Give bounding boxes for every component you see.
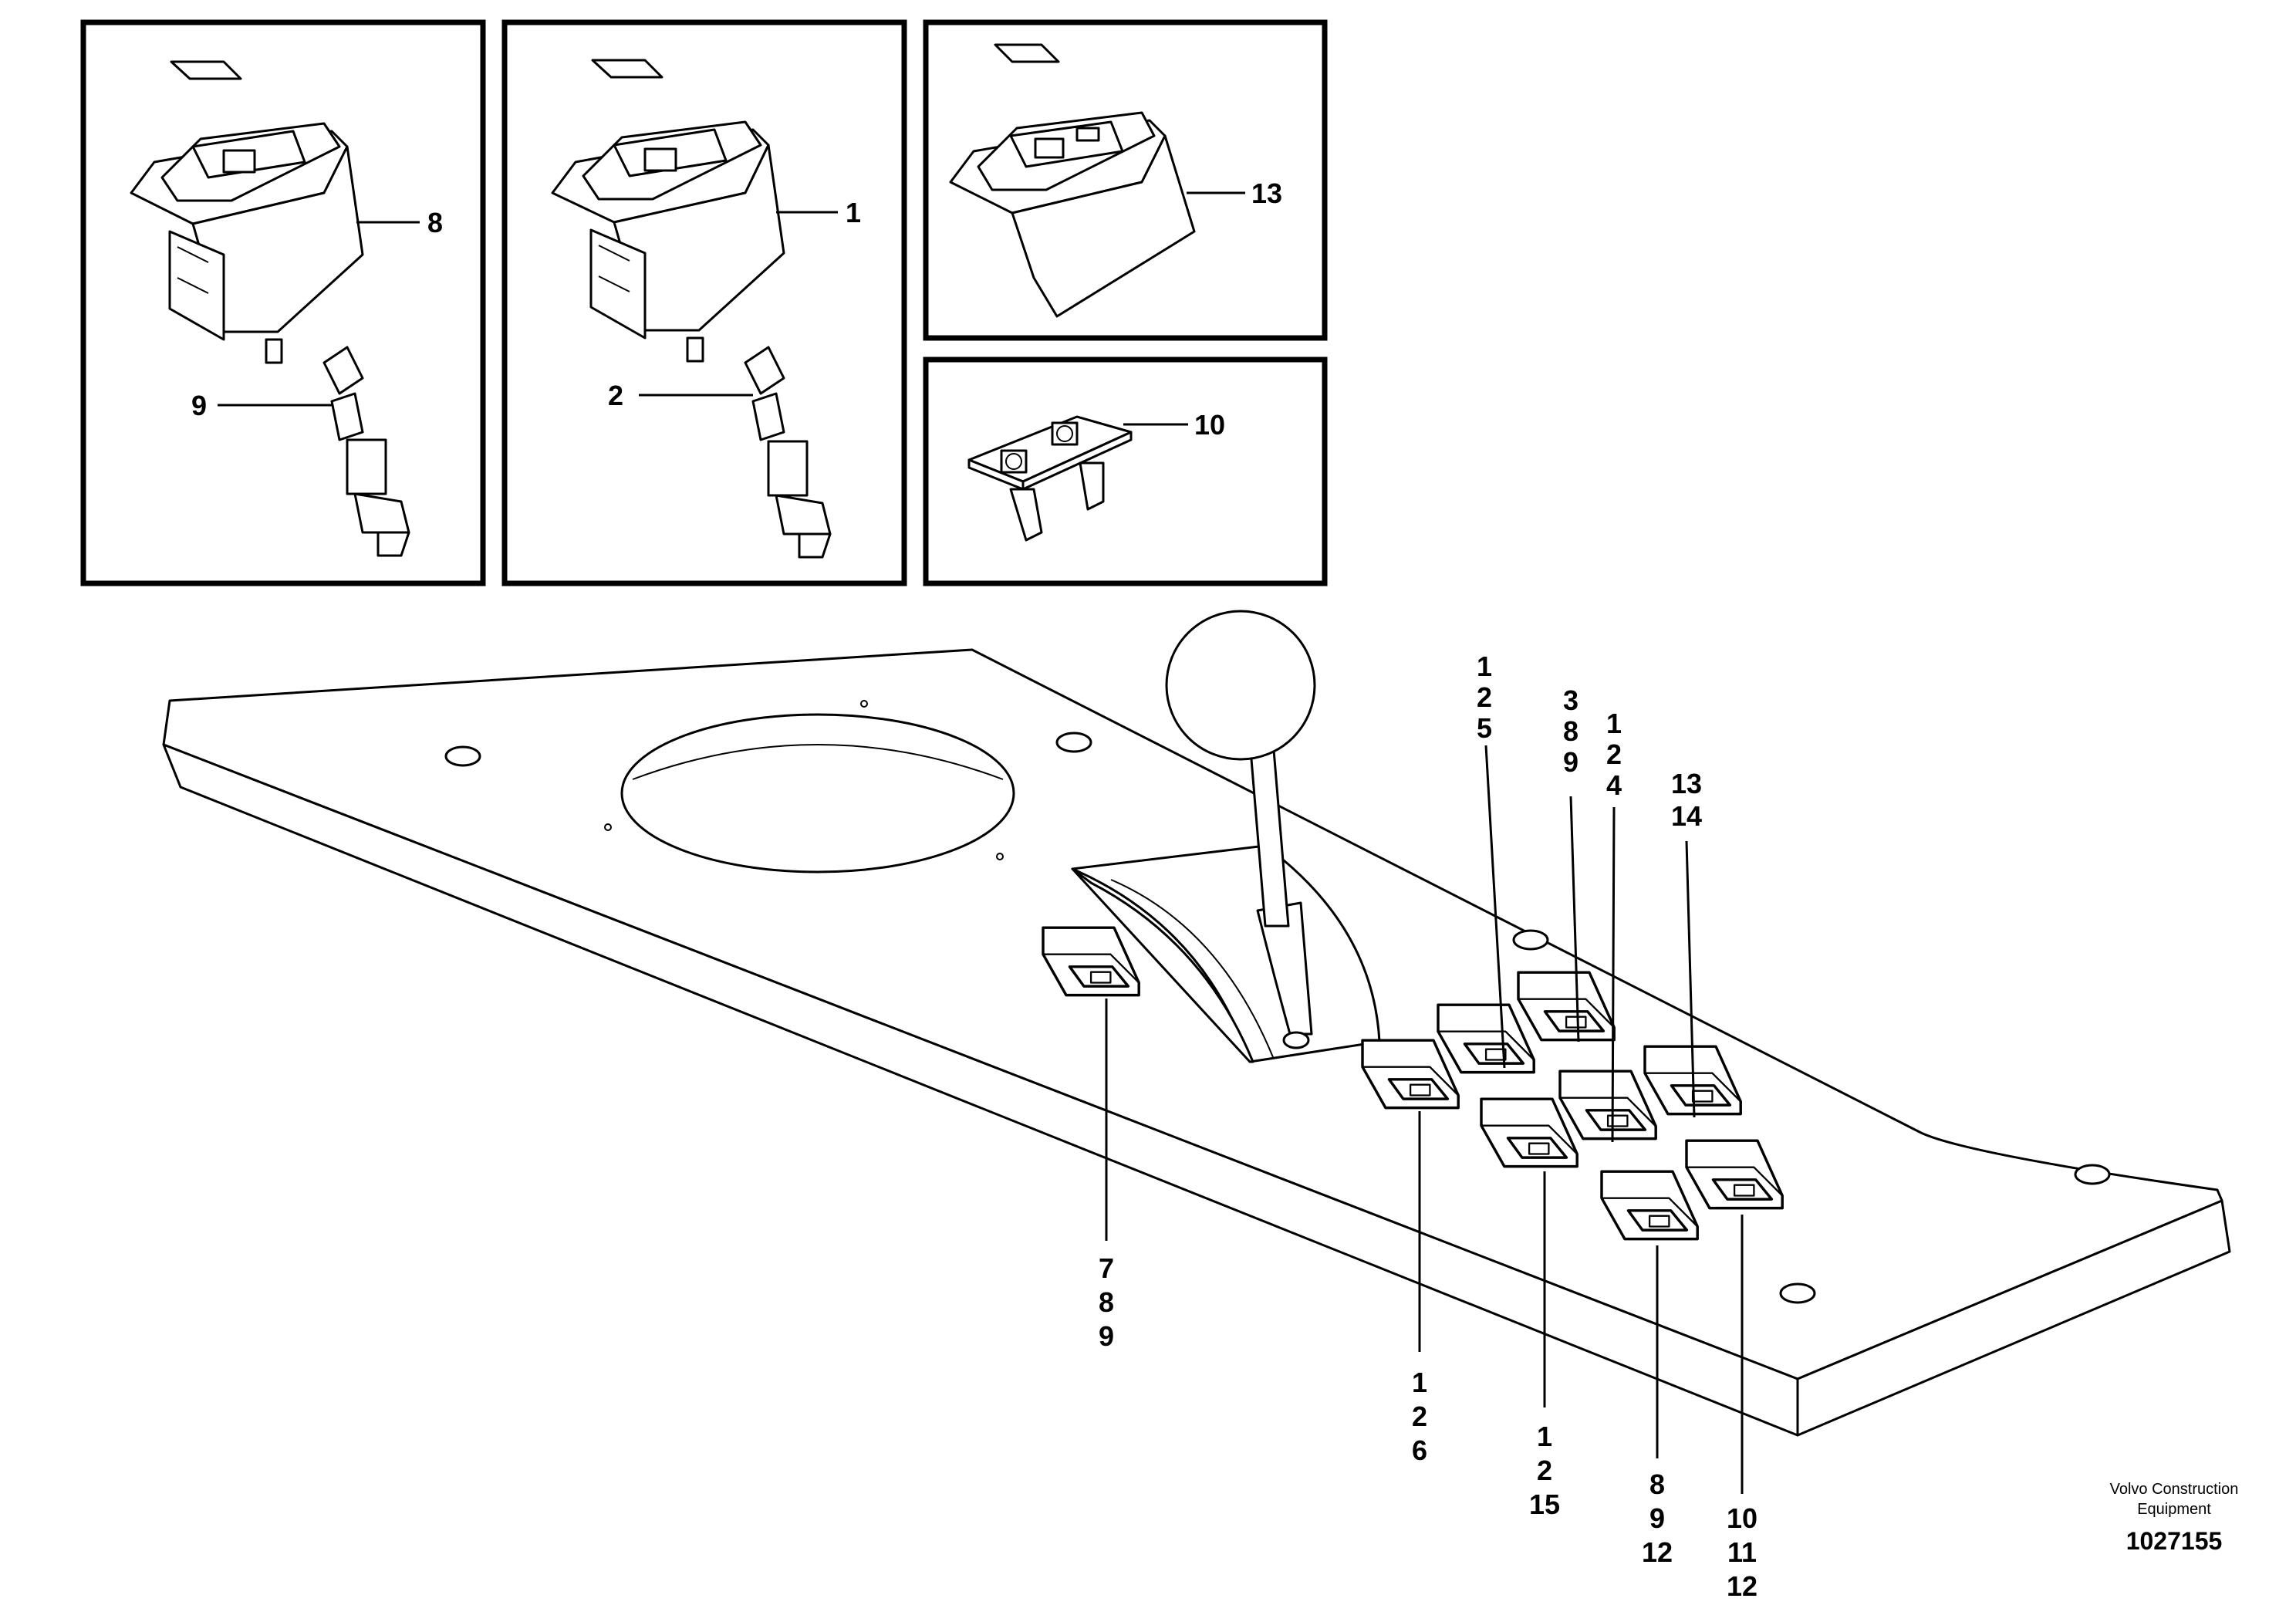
svg-text:9: 9 [1563, 746, 1578, 778]
callout-stack-7-8-9: 7 8 9 [1099, 1252, 1114, 1352]
callout-1: 1 [846, 197, 861, 228]
svg-text:5: 5 [1477, 712, 1492, 744]
inset-d-holder-drawing [967, 415, 1133, 542]
svg-text:15: 15 [1529, 1489, 1560, 1520]
svg-text:4: 4 [1606, 769, 1622, 801]
stack-leader-lines [1105, 745, 1744, 1494]
svg-text:7: 7 [1099, 1252, 1114, 1284]
svg-text:2: 2 [1537, 1455, 1552, 1486]
inset-frame-a [80, 19, 486, 586]
callout-stack-1-2-4: 1 2 4 [1606, 708, 1622, 801]
svg-text:8: 8 [1099, 1286, 1114, 1318]
svg-text:3: 3 [1563, 684, 1578, 716]
callout-9: 9 [191, 390, 207, 421]
svg-text:9: 9 [1649, 1502, 1665, 1534]
inset-frame-c [923, 19, 1328, 341]
callout-stack-3-8-9: 3 8 9 [1563, 684, 1578, 778]
inset-frame-b [501, 19, 907, 586]
svg-text:2: 2 [1412, 1401, 1427, 1432]
callout-stack-1-2-6: 1 2 6 [1412, 1367, 1427, 1466]
callout-stack-13-14: 13 14 [1671, 768, 1702, 832]
callout-stack-10-11-12: 10 11 12 [1727, 1502, 1757, 1602]
svg-text:10: 10 [1727, 1502, 1757, 1534]
callout-13: 13 [1251, 177, 1282, 209]
svg-text:13: 13 [1671, 768, 1702, 799]
callout-8: 8 [427, 207, 443, 238]
callout-2: 2 [608, 380, 623, 411]
inset-b-switch-drawing [551, 59, 832, 559]
svg-text:6: 6 [1412, 1434, 1427, 1466]
inset-a-switch-drawing [130, 60, 410, 557]
svg-text:8: 8 [1563, 715, 1578, 747]
svg-text:11: 11 [1727, 1536, 1757, 1568]
document-number: 1027155 [2126, 1527, 2223, 1555]
maker-line-2: Equipment [2137, 1501, 2211, 1518]
maker-line-1: Volvo Construction [2110, 1481, 2239, 1498]
svg-text:1: 1 [1477, 650, 1492, 682]
svg-text:12: 12 [1642, 1536, 1673, 1568]
svg-text:2: 2 [1606, 738, 1622, 770]
console-panel-drawing [162, 610, 2231, 1437]
inset-frame-d [923, 357, 1328, 586]
svg-text:1: 1 [1537, 1421, 1552, 1452]
inset-c-switch-drawing [949, 43, 1196, 318]
callout-stack-1-2-15: 1 2 15 [1529, 1421, 1560, 1520]
callout-stack-1-2-5: 1 2 5 [1477, 650, 1492, 744]
svg-text:12: 12 [1727, 1570, 1757, 1602]
svg-text:1: 1 [1412, 1367, 1427, 1398]
callout-10: 10 [1194, 409, 1225, 441]
svg-text:2: 2 [1477, 681, 1492, 713]
svg-text:14: 14 [1671, 800, 1702, 832]
svg-text:9: 9 [1099, 1320, 1114, 1352]
svg-text:1: 1 [1606, 708, 1622, 739]
svg-text:8: 8 [1649, 1468, 1665, 1500]
callout-stack-8-9-12: 8 9 12 [1642, 1468, 1673, 1568]
